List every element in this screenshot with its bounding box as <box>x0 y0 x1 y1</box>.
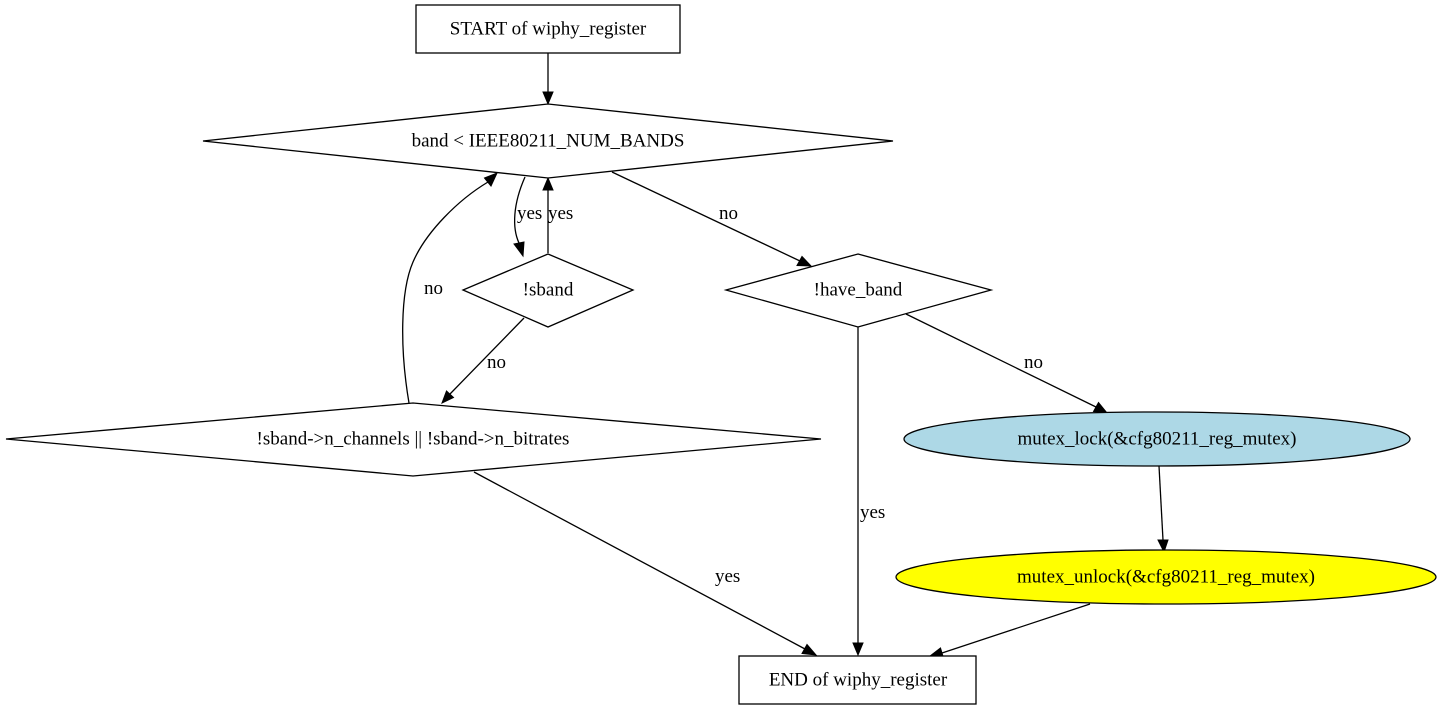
have-band-check-diamond <box>723 253 994 328</box>
start-node-label: START of wiphy_register <box>450 19 647 40</box>
edge-sband-to-loop: yes <box>542 176 573 253</box>
mutex-lock-label: mutex_lock(&cfg80211_reg_mutex) <box>1018 429 1297 450</box>
start-node: START of wiphy_register <box>415 4 681 54</box>
edge-lock-to-unlock <box>1157 465 1169 554</box>
edge-have-band-to-end: yes <box>852 327 885 657</box>
edge-label-loop-to-have-band: no <box>719 203 738 224</box>
edge-channels-to-loop: no <box>402 172 498 404</box>
edge-label-sband-to-loop: yes <box>548 203 573 224</box>
edge-have-band-to-lock: no <box>905 313 1109 414</box>
edge-loop-to-sband: yes <box>513 176 542 258</box>
have-band-check-node: !have_band <box>723 253 994 328</box>
mutex-unlock-ellipse <box>895 549 1437 605</box>
edge-label-have-band-to-lock: no <box>1024 352 1043 373</box>
sband-check-node: !sband <box>461 253 635 328</box>
edge-channels-to-end: yes <box>473 471 818 656</box>
mutex-unlock-node: mutex_unlock(&cfg80211_reg_mutex) <box>895 549 1437 605</box>
edge-label-sband-to-channels: no <box>487 352 506 373</box>
mutex-lock-ellipse <box>903 411 1411 467</box>
sband-check-diamond <box>461 253 635 328</box>
end-node-label: END of wiphy_register <box>769 670 948 691</box>
channels-check-diamond <box>5 402 822 477</box>
channels-check-node: !sband->n_channels || !sband->n_bitrates <box>5 402 822 477</box>
mutex-unlock-label: mutex_unlock(&cfg80211_reg_mutex) <box>1017 567 1315 588</box>
have-band-check-label: !have_band <box>814 280 903 301</box>
edge-unlock-to-end <box>928 603 1091 659</box>
loop-condition-label: band < IEEE80211_NUM_BANDS <box>412 131 685 152</box>
edge-sband-to-channels: no <box>441 317 525 404</box>
sband-check-label: !sband <box>523 280 574 301</box>
loop-condition-diamond <box>202 103 894 179</box>
end-node: END of wiphy_register <box>738 655 977 705</box>
edge-label-channels-to-loop: no <box>424 278 443 299</box>
edge-loop-to-have-band: no <box>611 171 813 267</box>
channels-check-label: !sband->n_channels || !sband->n_bitrates <box>257 429 570 450</box>
end-node-box <box>738 655 977 705</box>
edge-label-loop-to-sband: yes <box>517 203 542 224</box>
mutex-lock-node: mutex_lock(&cfg80211_reg_mutex) <box>903 411 1411 467</box>
edge-label-have-band-to-end: yes <box>860 502 885 523</box>
edge-start-to-loop <box>542 53 554 106</box>
loop-condition-node: band < IEEE80211_NUM_BANDS <box>202 103 894 179</box>
start-node-box <box>415 4 681 54</box>
edge-label-channels-to-end: yes <box>715 566 740 587</box>
